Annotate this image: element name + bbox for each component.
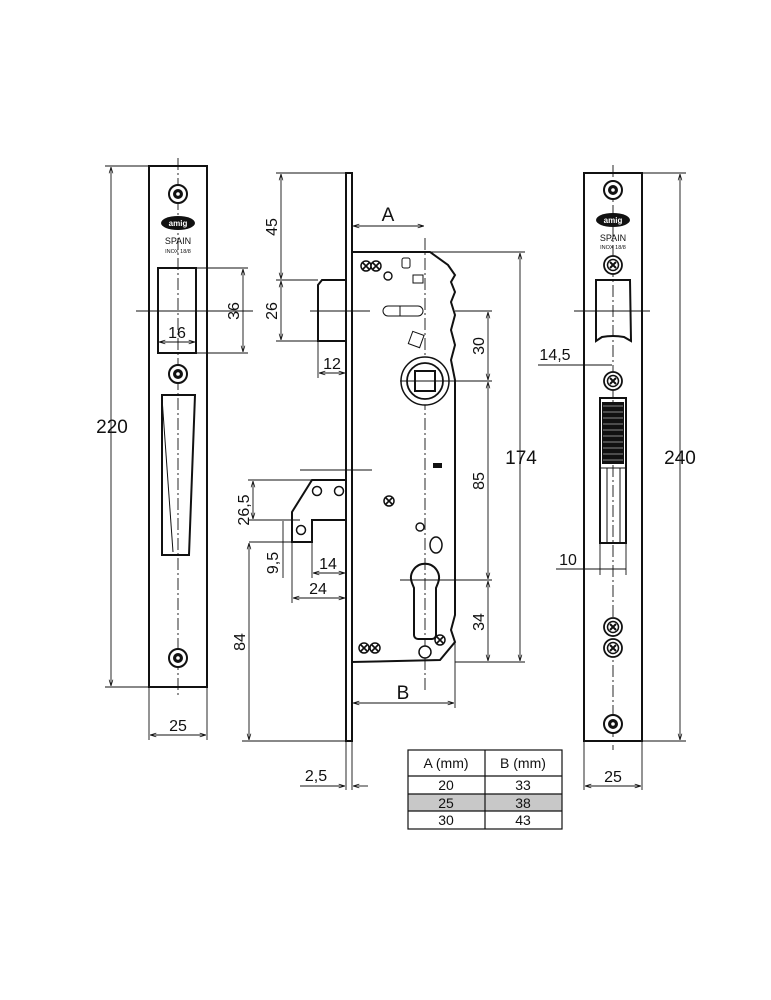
table-cell: 30: [438, 812, 454, 828]
table-cell: 33: [515, 777, 531, 793]
rivet-icon: [370, 260, 382, 272]
dim-10-label: 10: [559, 552, 577, 569]
table-cell: 43: [515, 812, 531, 828]
dim-25-right-label: 25: [604, 769, 622, 786]
dim-220-label: 220: [96, 417, 128, 438]
lock-body: A B 30 85 34 174: [351, 205, 537, 708]
table-cell: 25: [438, 795, 454, 811]
dim-24-label: 24: [309, 581, 327, 598]
bolt-opening: [157, 267, 197, 354]
dim-240-label: 240: [664, 448, 696, 469]
brand-logo: amig: [596, 213, 630, 227]
screw-icon: [603, 714, 623, 734]
dim-85-label: 85: [471, 472, 488, 490]
dim-26-label: 26: [264, 302, 281, 320]
brand-origin: SPAIN: [165, 236, 191, 246]
brand-origin: SPAIN: [600, 233, 626, 243]
cylinder-cutout: [410, 562, 440, 640]
screw-icon: [603, 371, 623, 391]
table-cell: 20: [438, 777, 454, 793]
dim-45-label: 45: [264, 218, 281, 236]
dim-A-label: A: [382, 205, 395, 226]
dim-2-5-label: 2,5: [305, 768, 327, 785]
brand-material: INOX 18/8: [165, 249, 191, 255]
latch-opening: [161, 394, 197, 556]
rivet-icon: [360, 260, 372, 272]
rivet-icon: [383, 495, 395, 507]
screw-icon: [603, 255, 623, 275]
dim-B-label: B: [397, 683, 410, 704]
dim-14-5-label: 14,5: [539, 347, 570, 364]
dim-16-label: 16: [168, 325, 186, 342]
table-header-a: A (mm): [423, 755, 468, 771]
svg-text:amig: amig: [604, 216, 623, 225]
screw-icon: [603, 617, 623, 637]
left-strike-plate: amig SPAIN INOX 18/8 220 25 36 16: [96, 158, 253, 740]
dim-26-5-label: 26,5: [236, 494, 253, 525]
right-faceplate: amig SPAIN INOX 18/8 14,5 10 240: [538, 165, 696, 790]
dim-34-label: 34: [471, 613, 488, 631]
rivet-icon: [369, 642, 381, 654]
dim-30-label: 30: [471, 337, 488, 355]
screw-icon: [168, 648, 188, 668]
dim-14-label: 14: [319, 556, 337, 573]
screw-icon: [168, 364, 188, 384]
table-cell: 38: [515, 795, 531, 811]
table-header-b: B (mm): [500, 755, 546, 771]
dim-25-label: 25: [169, 718, 187, 735]
deadbolt-face: [595, 279, 633, 343]
screw-icon: [603, 638, 623, 658]
rivet-icon: [358, 642, 370, 654]
screw-icon: [168, 184, 188, 204]
svg-text:amig: amig: [169, 219, 188, 228]
dim-12-label: 12: [323, 356, 341, 373]
latch-face: [599, 397, 627, 544]
brand-material: INOX 18/8: [600, 245, 626, 251]
dim-9-5-label: 9,5: [265, 552, 282, 574]
brand-logo: amig: [161, 216, 195, 230]
deadbolt-profile: [317, 279, 346, 342]
dim-36-label: 36: [226, 302, 243, 320]
dimension-table: A (mm) B (mm) 20 33 25 38 30 43: [407, 749, 563, 830]
screw-icon: [603, 180, 623, 200]
dim-174-label: 174: [505, 448, 537, 469]
dim-84-label: 84: [232, 633, 249, 651]
lock-side-view: 45 26 12 26,5 9,5 14 24 84: [232, 172, 372, 790]
